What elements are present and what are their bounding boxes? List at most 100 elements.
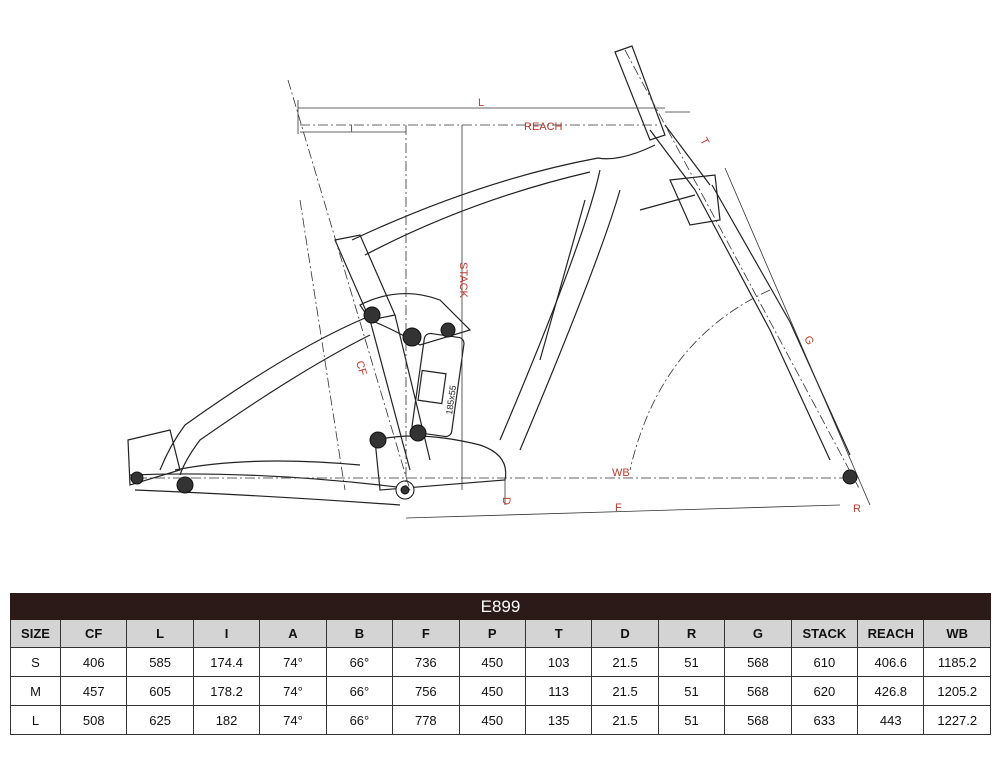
table-cell: 182	[192, 705, 261, 735]
seat-post	[334, 234, 396, 321]
table-cell: 568	[724, 647, 792, 677]
table-cell: 406.6	[857, 647, 925, 677]
table-title: E899	[10, 593, 991, 620]
table-cell: 568	[724, 676, 792, 706]
dim-label-i: I	[350, 123, 353, 135]
head-tube	[649, 124, 711, 191]
column-header-g: G	[724, 619, 792, 648]
table-cell: 174.4	[192, 647, 261, 677]
table-cell: 457	[59, 676, 128, 706]
frame-geometry-drawing: L I REACH STACK T G CF WB F D R 185x55	[127, 45, 871, 519]
table-cell: 178.2	[192, 676, 261, 706]
table-cell: 113	[524, 676, 593, 706]
table-cell: 66°	[325, 705, 394, 735]
chain-stay-inner	[174, 460, 361, 471]
pivot-rear-axle	[176, 476, 194, 494]
table-cell: 450	[458, 676, 526, 706]
column-header-f: F	[392, 619, 460, 648]
table-cell: 51	[657, 676, 726, 706]
table-cell: 74°	[259, 647, 327, 677]
top-tube-lower-edge	[364, 171, 591, 256]
column-header-t: T	[524, 619, 593, 648]
pivot-shock-top	[402, 327, 422, 347]
column-header-reach: REACH	[857, 619, 925, 648]
dim-label-stack: STACK	[457, 262, 469, 299]
table-cell: 620	[790, 676, 859, 706]
down-tube-brace	[539, 194, 696, 361]
column-header-b: B	[325, 619, 394, 648]
column-header-d: D	[591, 619, 659, 648]
table-cell: 1227.2	[923, 705, 991, 735]
headtube-axis	[624, 49, 861, 491]
seat-stay	[159, 317, 371, 476]
table-cell: 778	[392, 705, 460, 735]
table-cell: 1205.2	[923, 676, 991, 706]
table-cell: 135	[524, 705, 593, 735]
table-cell: 21.5	[591, 676, 659, 706]
table-cell: 585	[126, 647, 194, 677]
column-header-i: I	[192, 619, 261, 648]
dim-label-r: R	[853, 503, 861, 515]
table-cell: 736	[392, 647, 460, 677]
dim-label-g: G	[801, 334, 816, 347]
table-cell: 605	[126, 676, 194, 706]
rear-dropout	[127, 429, 181, 486]
table-cell: 51	[657, 705, 726, 735]
fork-stanchion	[694, 184, 791, 331]
table-cell: 66°	[325, 676, 394, 706]
table-cell: 756	[392, 676, 460, 706]
steerer	[614, 45, 666, 141]
column-header-wb: WB	[923, 619, 991, 648]
table-cell: 426.8	[857, 676, 925, 706]
rear-arc	[299, 199, 346, 491]
table-cell: 633	[790, 705, 859, 735]
dim-label-cf: CF	[353, 360, 369, 378]
table-cell: 568	[724, 705, 792, 735]
table-cell: 625	[126, 705, 194, 735]
dim-label-wb: WB	[612, 467, 630, 479]
dim-line-g	[724, 167, 871, 506]
dim-label-reach: REACH	[524, 121, 563, 133]
table-cell: 103	[524, 647, 593, 677]
pivot-chainstay	[369, 431, 387, 449]
column-header-size: SIZE	[10, 619, 61, 648]
column-header-a: A	[259, 619, 327, 648]
table-cell: 74°	[259, 705, 327, 735]
table-cell: 450	[458, 705, 526, 735]
column-header-r: R	[657, 619, 726, 648]
fork-crown	[669, 174, 721, 226]
column-header-cf: CF	[59, 619, 128, 648]
table-cell: 406	[59, 647, 128, 677]
column-header-stack: STACK	[790, 619, 859, 648]
column-header-l: L	[126, 619, 194, 648]
shock-can	[417, 369, 447, 405]
dim-label-l: L	[478, 97, 484, 109]
table-cell: 21.5	[591, 705, 659, 735]
table-cell: S	[10, 647, 61, 677]
dim-label-shock: 185x55	[444, 385, 458, 416]
pivot-shock-bottom	[409, 424, 427, 442]
column-header-p: P	[458, 619, 526, 648]
table-cell: 508	[59, 705, 128, 735]
table-cell: 51	[657, 647, 726, 677]
dim-line-f	[405, 504, 841, 519]
table-cell: 610	[790, 647, 859, 677]
front-axle	[842, 469, 858, 485]
table-cell: 1185.2	[923, 647, 991, 677]
rocker-link	[359, 293, 472, 346]
table-cell: 74°	[259, 676, 327, 706]
pivot-shock-eye	[440, 322, 456, 338]
table-cell: M	[10, 676, 61, 706]
chain-stay	[129, 473, 406, 506]
dim-label-f: F	[615, 502, 622, 514]
table-cell: 443	[857, 705, 925, 735]
top-tube	[351, 144, 656, 241]
table-cell: 450	[458, 647, 526, 677]
shock-body	[411, 332, 465, 438]
front-center-arc	[629, 289, 771, 471]
seat-axis	[287, 79, 411, 491]
